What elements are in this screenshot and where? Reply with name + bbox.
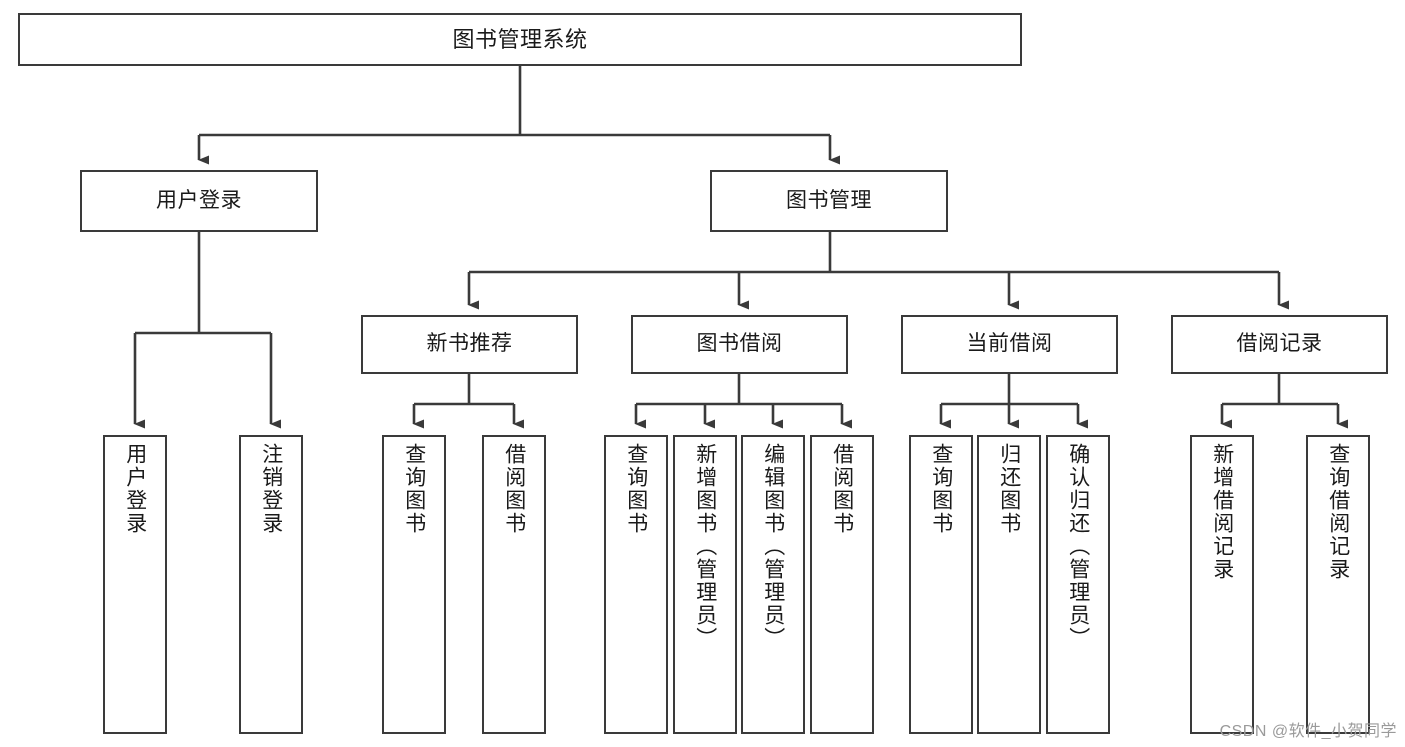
leaf-borrow-borrow-book[interactable]: 借阅图书 [810,435,874,734]
node-label: 当前借阅 [966,332,1053,356]
node-label: 新增图书（管理员） [693,443,717,650]
leaf-record-add-record[interactable]: 新增借阅记录 [1190,435,1254,734]
node-label: 查询图书 [624,443,648,535]
node-label: 用户登录 [123,443,147,535]
leaf-user-login-signout[interactable]: 注销登录 [239,435,303,734]
leaf-new-book-borrow[interactable]: 借阅图书 [482,435,546,734]
node-label: 借阅记录 [1236,332,1323,356]
node-label: 借阅图书 [502,443,526,535]
node-label: 图书管理系统 [452,26,588,52]
node-book-borrow[interactable]: 图书借阅 [631,315,848,374]
node-label: 查询图书 [929,443,953,535]
node-root-book-management-system[interactable]: 图书管理系统 [18,13,1022,66]
leaf-borrow-query-book[interactable]: 查询图书 [604,435,668,734]
node-book-management[interactable]: 图书管理 [710,170,948,232]
leaf-user-login-signin[interactable]: 用户登录 [103,435,167,734]
leaf-borrow-edit-book-admin[interactable]: 编辑图书（管理员） [741,435,805,734]
node-label: 图书管理 [786,188,872,212]
leaf-current-return-book[interactable]: 归还图书 [977,435,1041,734]
leaf-current-confirm-return-admin[interactable]: 确认归还（管理员） [1046,435,1110,734]
node-current-borrow[interactable]: 当前借阅 [901,315,1118,374]
node-label: 查询图书 [402,443,426,535]
csdn-watermark: CSDN @软件_小贺同学 [1219,723,1397,740]
node-label: 查询借阅记录 [1326,443,1350,581]
node-label: 归还图书 [997,443,1021,535]
node-label: 图书借阅 [696,332,783,356]
node-user-login[interactable]: 用户登录 [80,170,318,232]
leaf-record-query-record[interactable]: 查询借阅记录 [1306,435,1370,734]
node-label: 新书推荐 [426,332,513,356]
node-new-book-recommend[interactable]: 新书推荐 [361,315,578,374]
leaf-current-query-book[interactable]: 查询图书 [909,435,973,734]
node-label: 用户登录 [156,188,242,212]
node-label: 借阅图书 [830,443,854,535]
node-label: 确认归还（管理员） [1066,443,1090,650]
node-label: 编辑图书（管理员） [761,443,785,650]
leaf-borrow-add-book-admin[interactable]: 新增图书（管理员） [673,435,737,734]
node-label: 新增借阅记录 [1210,443,1234,581]
node-label: 注销登录 [259,443,283,535]
node-borrow-record[interactable]: 借阅记录 [1171,315,1388,374]
leaf-new-book-query[interactable]: 查询图书 [382,435,446,734]
